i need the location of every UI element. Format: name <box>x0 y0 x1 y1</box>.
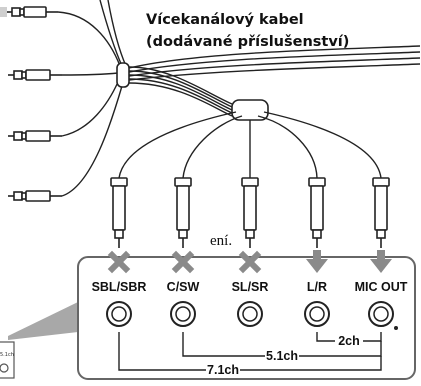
channel-label-2ch: 2ch <box>338 334 360 348</box>
plug-sbl-sbr <box>110 177 128 248</box>
device-fragment-label: 5.1ch <box>0 352 14 358</box>
port-label-sbl-sbr: SBL/SBR <box>92 280 147 294</box>
jack-sl-sr <box>237 301 263 327</box>
bracket-7-1ch <box>118 332 382 371</box>
jack-mic-out <box>368 301 394 327</box>
left-plug-2 <box>8 69 62 81</box>
port-labels: SBL/SBR C/SW SL/SR L/R MIC OUT <box>92 280 408 294</box>
left-plug-3 <box>8 130 62 142</box>
port-markers <box>107 250 392 274</box>
cable-title-line1: Vícekanálový kabel <box>146 12 304 28</box>
down-arrow-icon <box>306 250 328 273</box>
left-plug-1 <box>0 6 58 18</box>
panel-callout-wedge <box>8 302 78 340</box>
left-cable-collar <box>116 62 130 88</box>
fanout-cables <box>118 111 382 179</box>
jack-sbl-sbr <box>106 301 132 327</box>
channel-label-7-1ch: 7.1ch <box>207 363 239 377</box>
port-label-l-r: L/R <box>307 280 327 294</box>
left-plug-4 <box>8 190 62 202</box>
port-label-sl-sr: SL/SR <box>232 280 269 294</box>
bottom-plugs <box>110 177 390 248</box>
panel-jacks <box>106 301 398 330</box>
cable-bundle <box>128 45 421 117</box>
port-label-c-sw: C/SW <box>167 280 200 294</box>
jack-l-r <box>304 301 330 327</box>
device-fragment <box>0 341 15 379</box>
plug-sl-sr <box>241 177 259 248</box>
left-cables <box>57 0 127 197</box>
port-label-mic-out: MIC OUT <box>355 280 408 294</box>
plug-mic-out <box>372 177 390 248</box>
plug-c-sw <box>174 177 192 248</box>
cross-icon <box>107 250 131 274</box>
cable-title-line2: (dodávané příslušenství) <box>146 34 349 50</box>
channel-label-5-1ch: 5.1ch <box>266 349 298 363</box>
mic-out-dot <box>394 326 398 330</box>
down-arrow-icon <box>370 250 392 273</box>
jack-c-sw <box>170 301 196 327</box>
body-text-fragment: ení. <box>210 233 232 249</box>
cross-icon <box>238 250 262 274</box>
device-jack-icon <box>0 363 9 373</box>
cross-icon <box>171 250 195 274</box>
left-plugs <box>0 6 62 202</box>
plug-l-r <box>308 177 326 248</box>
